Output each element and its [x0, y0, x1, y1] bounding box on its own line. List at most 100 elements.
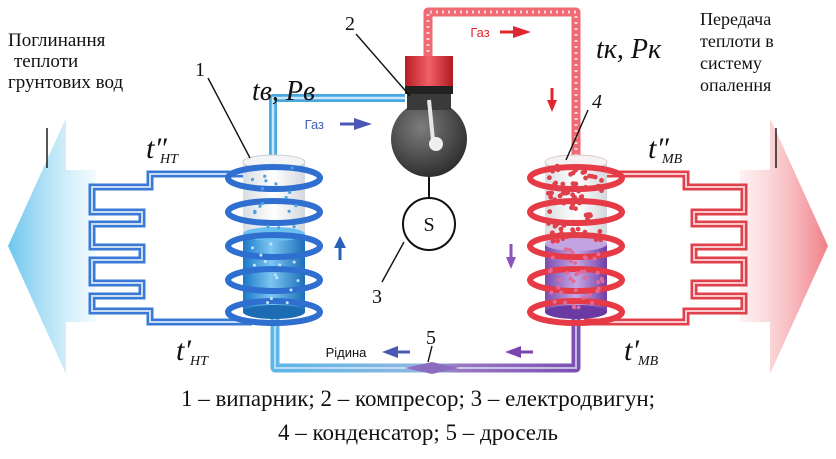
bubble: [573, 261, 578, 265]
bubble: [565, 271, 570, 275]
bubble: [568, 171, 573, 177]
bubble: [549, 290, 554, 295]
bubble: [553, 180, 558, 186]
bubble: [576, 188, 581, 194]
bubble: [266, 224, 270, 229]
bubble: [260, 187, 264, 191]
heat-absorption-line-1: Поглинання: [8, 30, 106, 51]
label-t-v-p-v: tв, Pв: [252, 76, 315, 107]
bubble: [252, 263, 256, 267]
label-t-nt-out: t″: [146, 132, 167, 165]
bubble: [599, 178, 604, 183]
bubble: [550, 234, 555, 239]
heat-transfer-note: Передача теплоти в систему опалення: [700, 8, 774, 96]
bubble: [563, 300, 568, 305]
label-t-mv-in-sub: МВ: [637, 354, 659, 369]
leader-lines: [46, 33, 777, 363]
bubble: [550, 238, 556, 244]
bubble: [568, 276, 573, 281]
bubble: [570, 192, 575, 198]
bubble: [561, 200, 567, 206]
label-t-mv-in: t′: [624, 334, 639, 367]
bubble: [550, 255, 555, 260]
bubble: [549, 230, 555, 236]
flow-arrow-gas-left: [354, 118, 372, 130]
bubble: [287, 209, 291, 213]
bubble: [560, 190, 566, 196]
bubble: [258, 204, 262, 208]
gas-label-top: Газ: [470, 25, 489, 40]
bubble: [583, 175, 588, 181]
bubble: [593, 237, 599, 243]
heat-transfer-line-2: теплоти в: [700, 31, 774, 51]
bubble: [251, 246, 254, 250]
label-2: 2: [345, 13, 355, 35]
bubble: [598, 237, 603, 243]
label-t-mv-out-sub: МВ: [661, 152, 683, 167]
label-t-nt-in-sub: НТ: [189, 354, 209, 369]
heat-release-arrow: [740, 118, 828, 374]
bubble: [284, 195, 288, 200]
bubble: [599, 188, 604, 194]
flow-arrow-down-hot: [547, 100, 557, 112]
bubble: [557, 277, 562, 282]
liquid-label: Рідина: [326, 345, 368, 360]
bubble: [552, 197, 558, 203]
bubble: [259, 253, 263, 257]
label-3: 3: [372, 286, 382, 308]
bubble: [569, 205, 574, 211]
bubble: [549, 190, 554, 196]
bubble: [269, 297, 273, 300]
bubble: [580, 170, 586, 176]
bubble: [253, 209, 257, 213]
bubble: [588, 292, 592, 297]
bubble: [285, 301, 289, 305]
heat-absorption-line-3: грунтових вод: [8, 72, 124, 93]
bubble: [573, 167, 579, 173]
bubble: [554, 163, 560, 169]
bubble: [575, 232, 581, 238]
heat-absorption-line-2: теплоти: [14, 51, 79, 72]
bubble: [547, 175, 552, 181]
flow-arrow-up-cold: [334, 236, 346, 248]
bubble: [597, 229, 603, 234]
bubble: [547, 209, 553, 215]
bubble: [572, 305, 577, 310]
bubble: [559, 230, 564, 236]
bubble: [550, 165, 555, 171]
bubble: [275, 276, 279, 280]
heat-transfer-line-4: опалення: [700, 75, 772, 95]
bubble: [556, 285, 561, 290]
bubble: [550, 168, 555, 174]
bubble: [596, 252, 601, 257]
bubble: [288, 190, 292, 194]
bubble: [583, 184, 588, 190]
bubble: [564, 247, 569, 252]
bubble: [292, 260, 296, 264]
caption-line-2: 4 – конденсатор; 5 – дросель: [278, 420, 558, 445]
suction-pipe: [269, 94, 405, 166]
label-5: 5: [426, 327, 436, 349]
bubble: [571, 229, 576, 235]
bubble: [589, 174, 595, 179]
flow-arrow-liquid-right: [505, 346, 521, 358]
label-t-mv-out: t″: [648, 132, 669, 165]
bubble: [572, 181, 577, 187]
caption-line-1: 1 – випарник; 2 – компресор; 3 – електро…: [180, 386, 656, 411]
bubble: [578, 199, 584, 205]
bubble: [595, 183, 601, 189]
bubble: [269, 242, 273, 246]
bubble: [570, 201, 575, 207]
bubble: [576, 165, 582, 171]
bubble: [560, 181, 566, 187]
label-t-nt-in: t′: [176, 334, 191, 367]
bubble: [548, 269, 552, 274]
bubble: [556, 186, 561, 192]
bubble: [590, 300, 595, 305]
bubble: [585, 216, 590, 222]
condenser-coil: [527, 164, 625, 326]
bubble: [546, 221, 551, 226]
bubble: [583, 256, 588, 261]
